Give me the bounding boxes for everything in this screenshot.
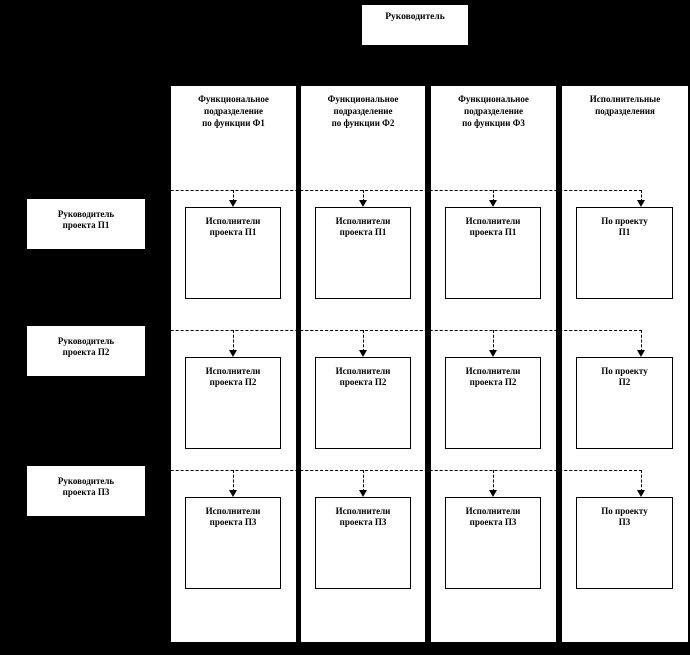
column-header-f1: Функциональное подразделение по функции …	[198, 94, 269, 128]
cell-row-3-col-3: Исполнители проекта П3	[445, 497, 541, 589]
arrow-row-3-col-2	[359, 490, 367, 497]
cell-row-2-col-2: Исполнители проекта П2	[315, 357, 411, 449]
cell-label-row-1-col-3: Исполнители проекта П1	[465, 216, 521, 237]
column-header-f3: Функциональное подразделение по функции …	[458, 94, 529, 128]
cell-row-1-col-3: Исполнители проекта П1	[445, 207, 541, 299]
project-drop-row-2-col-3	[493, 330, 494, 352]
arrow-row-3-col-4	[637, 490, 645, 497]
cell-label-row-1-col-4: По проекту П1	[601, 216, 648, 237]
cell-label-row-3-col-3: Исполнители проекта П3	[465, 506, 521, 527]
project-manager-label-p2: Руководитель проекта П2	[57, 336, 115, 357]
root-manager-box: Руководитель	[361, 4, 469, 46]
arrow-row-1-col-3	[489, 200, 497, 207]
project-drop-row-1-col-1	[233, 190, 234, 202]
project-drop-row-1-col-3	[493, 190, 494, 202]
arrow-row-2-col-2	[359, 350, 367, 357]
cell-label-row-3-col-1: Исполнители проекта П3	[205, 506, 261, 527]
project-drop-row-1-col-2	[363, 190, 364, 202]
root-connector-line	[414, 46, 416, 86]
cell-label-row-2-col-4: По проекту П2	[601, 366, 648, 387]
root-manager-label: Руководитель	[385, 12, 445, 22]
project-drop-row-3-col-3	[493, 470, 494, 492]
column-header-executive: Исполнительные подразделения	[589, 94, 661, 116]
arrow-row-1-col-1	[229, 200, 237, 207]
project-manager-box-p2: Руководитель проекта П2	[26, 325, 146, 377]
project-line-row-3	[86, 470, 642, 471]
arrow-row-2-col-1	[229, 350, 237, 357]
cell-row-1-col-1: Исполнители проекта П1	[185, 207, 281, 299]
arrow-row-2-col-3	[489, 350, 497, 357]
cell-label-row-3-col-2: Исполнители проекта П3	[335, 506, 391, 527]
arrow-row-2-col-4	[637, 350, 645, 357]
project-manager-label-p1: Руководитель проекта П1	[57, 209, 115, 230]
arrow-row-1-col-2	[359, 200, 367, 207]
arrow-row-1-col-4	[637, 200, 645, 207]
project-drop-row-2-col-4	[641, 330, 642, 352]
project-drop-row-3-col-1	[233, 470, 234, 492]
project-manager-box-p1: Руководитель проекта П1	[26, 198, 146, 250]
project-drop-row-3-col-4	[641, 470, 642, 492]
cell-row-1-col-4: По проекту П1	[576, 207, 673, 299]
cell-label-row-3-col-4: По проекту П3	[601, 506, 648, 527]
cell-row-3-col-1: Исполнители проекта П3	[185, 497, 281, 589]
project-line-row-2	[86, 330, 642, 331]
project-line-row-1	[86, 190, 642, 191]
cell-label-row-2-col-1: Исполнители проекта П2	[205, 366, 261, 387]
cell-row-1-col-2: Исполнители проекта П1	[315, 207, 411, 299]
cell-label-row-1-col-1: Исполнители проекта П1	[205, 216, 261, 237]
project-manager-label-p3: Руководитель проекта П3	[57, 476, 115, 497]
project-drop-row-2-col-2	[363, 330, 364, 352]
project-drop-row-2-col-1	[233, 330, 234, 352]
project-drop-row-3-col-2	[363, 470, 364, 492]
cell-row-2-col-1: Исполнители проекта П2	[185, 357, 281, 449]
cell-row-2-col-4: По проекту П2	[576, 357, 673, 449]
cell-row-2-col-3: Исполнители проекта П2	[445, 357, 541, 449]
column-header-f2: Функциональное подразделение по функции …	[327, 94, 399, 128]
arrow-row-3-col-1	[229, 490, 237, 497]
cell-label-row-1-col-2: Исполнители проекта П1	[335, 216, 391, 237]
cell-row-3-col-4: По проекту П3	[576, 497, 673, 589]
cell-label-row-2-col-3: Исполнители проекта П2	[465, 366, 521, 387]
project-drop-row-1-col-4	[641, 190, 642, 202]
arrow-row-3-col-3	[489, 490, 497, 497]
cell-label-row-2-col-2: Исполнители проекта П2	[335, 366, 391, 387]
cell-row-3-col-2: Исполнители проекта П3	[315, 497, 411, 589]
project-manager-box-p3: Руководитель проекта П3	[26, 465, 146, 517]
